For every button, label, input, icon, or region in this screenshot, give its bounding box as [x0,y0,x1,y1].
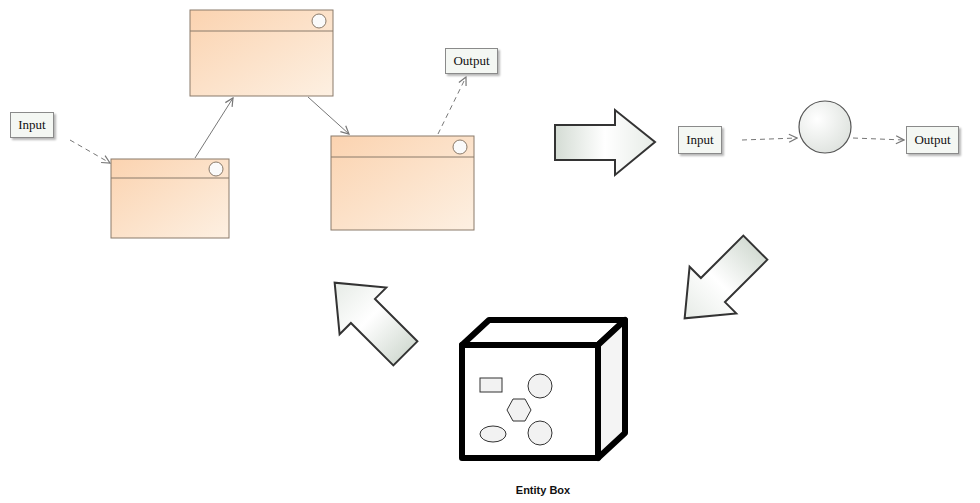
process-circle [799,101,851,153]
io-label: Input [18,117,45,133]
big-arrow [555,110,655,175]
entity-caption: Entity Box [450,484,636,496]
dashed-arrow [742,138,797,140]
io-label: Input [686,132,713,148]
class-box [331,136,474,230]
entity-box: Entity Box [450,312,636,500]
io-label: Output [453,53,489,69]
io-label-box: Output [906,126,959,154]
big-arrow [311,259,428,376]
io-label-box: Output [445,48,498,74]
class-box [190,10,333,96]
solid-arrow [308,97,349,134]
io-label-box: Input [678,126,722,154]
io-label-box: Input [10,112,54,138]
big-arrow [661,224,778,341]
dashed-arrow [853,138,904,140]
entity-cube [450,312,636,500]
dashed-arrow [70,140,110,163]
solid-arrow [195,98,233,158]
class-box [111,159,229,238]
dashed-arrow [438,77,466,134]
io-label: Output [914,132,950,148]
